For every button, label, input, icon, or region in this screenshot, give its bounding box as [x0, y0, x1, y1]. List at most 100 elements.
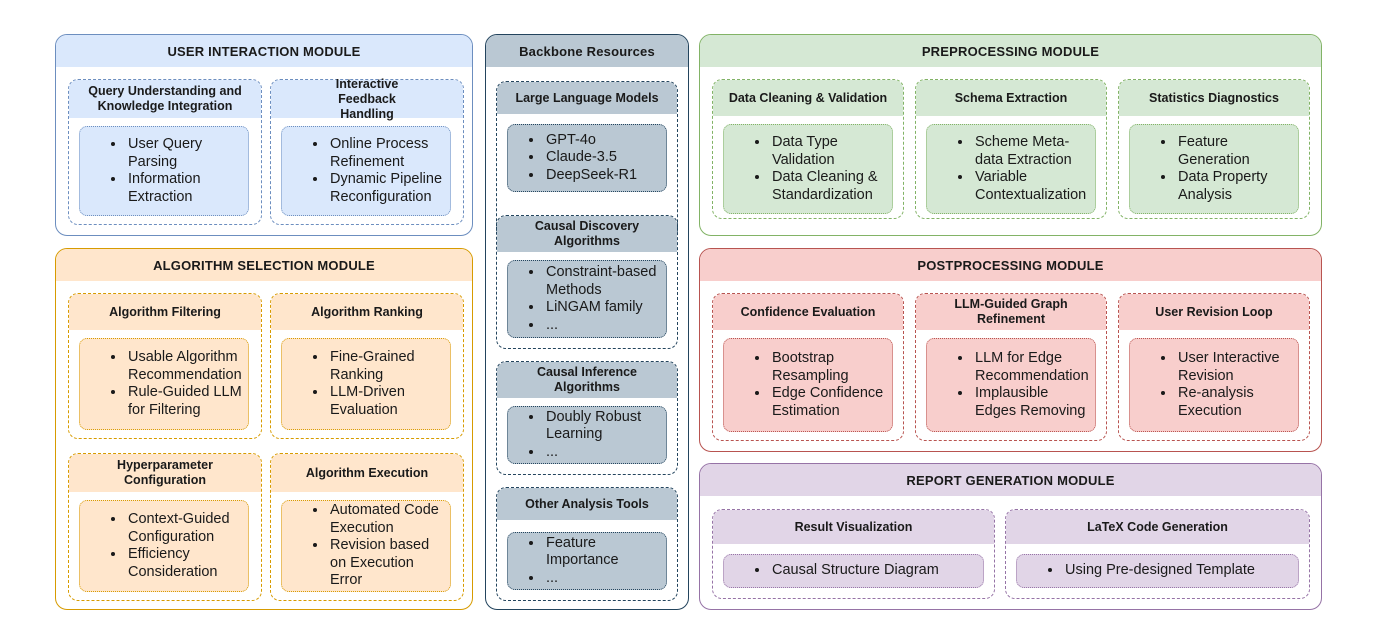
sub-title: Causal Inference Algorithms	[536, 365, 638, 394]
sub-algorithm-execution: Algorithm Execution Automated Code Execu…	[270, 453, 464, 601]
list-item: LiNGAM family	[544, 299, 660, 317]
sub-title: Result Visualization	[794, 519, 913, 534]
item-list: LLM for Edge Recommendation Implausible …	[927, 350, 1095, 420]
item-list: Scheme Meta-data Extraction Variable Con…	[927, 134, 1095, 204]
list-item: ...	[544, 444, 660, 462]
item-list: Context-Guided Configuration Efficiency …	[80, 511, 248, 581]
module-title: POSTPROCESSING MODULE	[917, 258, 1104, 273]
sub-title: Hyperparameter Configuration	[117, 458, 213, 487]
sub-causal-discovery-algorithms: Causal Discovery Algorithms Constraint-b…	[496, 215, 678, 349]
sub-confidence-evaluation: Confidence Evaluation Bootstrap Resampli…	[712, 293, 904, 441]
item-list: Data Type Validation Data Cleaning & Sta…	[724, 134, 892, 204]
list-item: Efficiency Consideration	[126, 546, 242, 581]
list-item: Bootstrap Resampling	[770, 350, 886, 385]
sub-other-analysis-tools: Other Analysis Tools Feature Importance …	[496, 487, 678, 601]
sub-title: Interactive Feedback Handling	[335, 76, 399, 121]
module-title: PREPROCESSING MODULE	[921, 44, 1100, 59]
list-item: Claude-3.5	[544, 149, 637, 167]
list-item: Rule-Guided LLM for Filtering	[126, 384, 242, 419]
item-list: Bootstrap Resampling Edge Confidence Est…	[724, 350, 892, 420]
sub-interactive-feedback: Interactive Feedback Handling Online Pro…	[270, 76, 464, 225]
module-title: Backbone Resources	[519, 44, 655, 59]
list-item: Re-analysis Execution	[1176, 385, 1292, 420]
sub-title: LLM-Guided Graph Refinement	[954, 297, 1068, 326]
list-item: LLM for Edge Recommendation	[973, 350, 1089, 385]
item-list: Fine-Grained Ranking LLM-Driven Evaluati…	[282, 349, 450, 419]
list-item: Information Extraction	[126, 171, 242, 206]
list-item: Constraint-based Methods	[544, 264, 660, 299]
sub-algorithm-filtering: Algorithm Filtering Usable Algorithm Rec…	[68, 293, 262, 439]
item-list: Doubly Robust Learning ...	[508, 409, 666, 462]
sub-algorithm-ranking: Algorithm Ranking Fine-Grained Ranking L…	[270, 293, 464, 439]
list-item: Feature Generation	[1176, 134, 1292, 169]
list-item: ...	[544, 317, 660, 335]
sub-data-cleaning-validation: Data Cleaning & Validation Data Type Val…	[712, 79, 904, 219]
preprocessing-module: PREPROCESSING MODULE Data Cleaning & Val…	[699, 34, 1322, 236]
item-list: Feature Importance ...	[508, 535, 666, 588]
list-item: Fine-Grained Ranking	[328, 349, 444, 384]
sub-user-revision-loop: User Revision Loop User Interactive Revi…	[1118, 293, 1310, 441]
report-generation-module: REPORT GENERATION MODULE Result Visualiz…	[699, 463, 1322, 610]
list-item: Edge Confidence Estimation	[770, 385, 886, 420]
item-list: Usable Algorithm Recommendation Rule-Gui…	[80, 349, 248, 419]
sub-hyperparameter-configuration: Hyperparameter Configuration Context-Gui…	[68, 453, 262, 601]
item-list: User Interactive Revision Re-analysis Ex…	[1130, 350, 1298, 420]
list-item: Data Property Analysis	[1176, 169, 1292, 204]
sub-result-visualization: Result Visualization Causal Structure Di…	[712, 509, 995, 599]
sub-latex-code-generation: LaTeX Code Generation Using Pre-designed…	[1005, 509, 1310, 599]
module-title: ALGORITHM SELECTION MODULE	[153, 258, 375, 273]
sub-title: Data Cleaning & Validation	[728, 90, 888, 105]
list-item: DeepSeek-R1	[544, 167, 637, 185]
item-list: Causal Structure Diagram	[724, 562, 945, 580]
module-title: USER INTERACTION MODULE	[167, 44, 361, 59]
sub-statistics-diagnostics: Statistics Diagnostics Feature Generatio…	[1118, 79, 1310, 219]
list-item: User Query Parsing	[126, 136, 242, 171]
list-item: Revision based on Execution Error	[328, 537, 444, 590]
sub-llm-guided-graph-refinement: LLM-Guided Graph Refinement LLM for Edge…	[915, 293, 1107, 441]
list-item: Doubly Robust Learning	[544, 409, 660, 444]
sub-title: Algorithm Ranking	[311, 304, 423, 319]
item-list: Using Pre-designed Template	[1017, 562, 1261, 580]
list-item: User Interactive Revision	[1176, 350, 1292, 385]
list-item: Scheme Meta-data Extraction	[973, 134, 1089, 169]
list-item: Data Cleaning & Standardization	[770, 169, 886, 204]
item-list: User Query Parsing Information Extractio…	[80, 136, 248, 206]
sub-causal-inference-algorithms: Causal Inference Algorithms Doubly Robus…	[496, 361, 678, 475]
sub-title: Other Analysis Tools	[525, 496, 649, 511]
sub-title: Schema Extraction	[954, 90, 1068, 105]
list-item: Variable Contextualization	[973, 169, 1089, 204]
item-list: Automated Code Execution Revision based …	[282, 502, 450, 590]
module-title: REPORT GENERATION MODULE	[906, 473, 1115, 488]
sub-title: Causal Discovery Algorithms	[534, 219, 640, 248]
list-item: Automated Code Execution	[328, 502, 444, 537]
postprocessing-module: POSTPROCESSING MODULE Confidence Evaluat…	[699, 248, 1322, 452]
list-item: ...	[544, 570, 660, 588]
item-list: GPT-4o Claude-3.5 DeepSeek-R1	[508, 132, 643, 185]
user-interaction-module: USER INTERACTION MODULE Query Understand…	[55, 34, 473, 236]
sub-title: Large Language Models	[515, 90, 659, 105]
sub-title: Confidence Evaluation	[740, 304, 876, 319]
list-item: LLM-Driven Evaluation	[328, 384, 444, 419]
item-list: Constraint-based Methods LiNGAM family .…	[508, 264, 666, 334]
list-item: Using Pre-designed Template	[1063, 562, 1255, 580]
sub-schema-extraction: Schema Extraction Scheme Meta-data Extra…	[915, 79, 1107, 219]
algorithm-selection-module: ALGORITHM SELECTION MODULE Algorithm Fil…	[55, 248, 473, 610]
sub-title: Statistics Diagnostics	[1149, 90, 1279, 105]
sub-title: Algorithm Execution	[305, 465, 429, 480]
sub-query-understanding: Query Understanding and Knowledge Integr…	[68, 79, 262, 225]
list-item: Implausible Edges Removing	[973, 385, 1089, 420]
list-item: Dynamic Pipeline Reconfiguration	[328, 171, 444, 206]
item-list: Feature Generation Data Property Analysi…	[1130, 134, 1298, 204]
backbone-resources: Backbone Resources Large Language Models…	[485, 34, 689, 610]
list-item: Data Type Validation	[770, 134, 886, 169]
list-item: Usable Algorithm Recommendation	[126, 349, 242, 384]
list-item: Causal Structure Diagram	[770, 562, 939, 580]
list-item: Feature Importance	[544, 535, 660, 570]
sub-title: User Revision Loop	[1155, 304, 1273, 319]
sub-title: LaTeX Code Generation	[1087, 519, 1228, 534]
list-item: Context-Guided Configuration	[126, 511, 242, 546]
sub-title: Query Understanding and Knowledge Integr…	[88, 84, 242, 113]
item-list: Online Process Refinement Dynamic Pipeli…	[282, 136, 450, 206]
sub-title: Algorithm Filtering	[109, 304, 221, 319]
list-item: GPT-4o	[544, 132, 637, 150]
